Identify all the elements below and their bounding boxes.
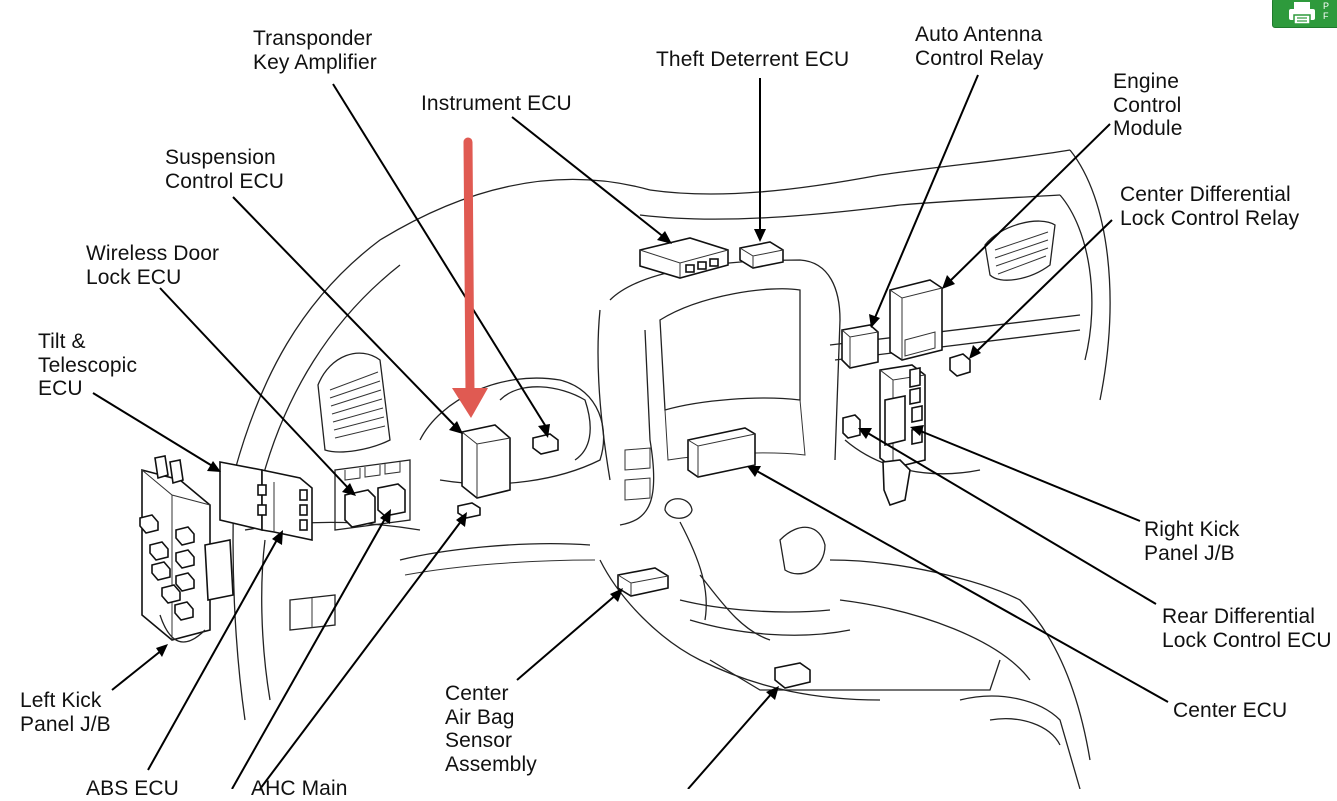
label-right-kick-panel-jb: Right Kick Panel J/B [1144, 518, 1240, 565]
label-rear-differential-lock-control-ecu: Rear Differential Lock Control ECU [1162, 605, 1332, 652]
leader-lines [92, 74, 1169, 789]
label-center-ecu: Center ECU [1173, 699, 1288, 722]
dashboard-outline [232, 149, 1111, 789]
label-engine-control-module: Engine Control Module [1113, 70, 1183, 140]
label-left-kick-panel-jb: Left Kick Panel J/B [20, 689, 111, 736]
label-auto-antenna-control-relay: Auto Antenna Control Relay [915, 23, 1044, 70]
label-center-differential-lock-control-relay: Center Differential Lock Control Relay [1120, 183, 1300, 230]
printer-icon [1289, 2, 1315, 25]
label-instrument-ecu: Instrument ECU [421, 92, 572, 115]
label-wireless-door-lock-ecu: Wireless Door Lock ECU [86, 242, 220, 289]
print-button-label: P F [1323, 1, 1330, 21]
highlight-arrow [452, 137, 488, 418]
components [139, 237, 971, 689]
label-transponder-key-amplifier: Transponder Key Amplifier [253, 27, 377, 74]
label-theft-deterrent-ecu: Theft Deterrent ECU [656, 48, 850, 71]
print-button[interactable]: P F [1272, 0, 1337, 28]
label-tilt-telescopic-ecu: Tilt & Telescopic ECU [38, 330, 138, 400]
label-suspension-control-ecu: Suspension Control ECU [165, 146, 284, 193]
label-center-air-bag-sensor-assembly: Center Air Bag Sensor Assembly [445, 682, 537, 776]
